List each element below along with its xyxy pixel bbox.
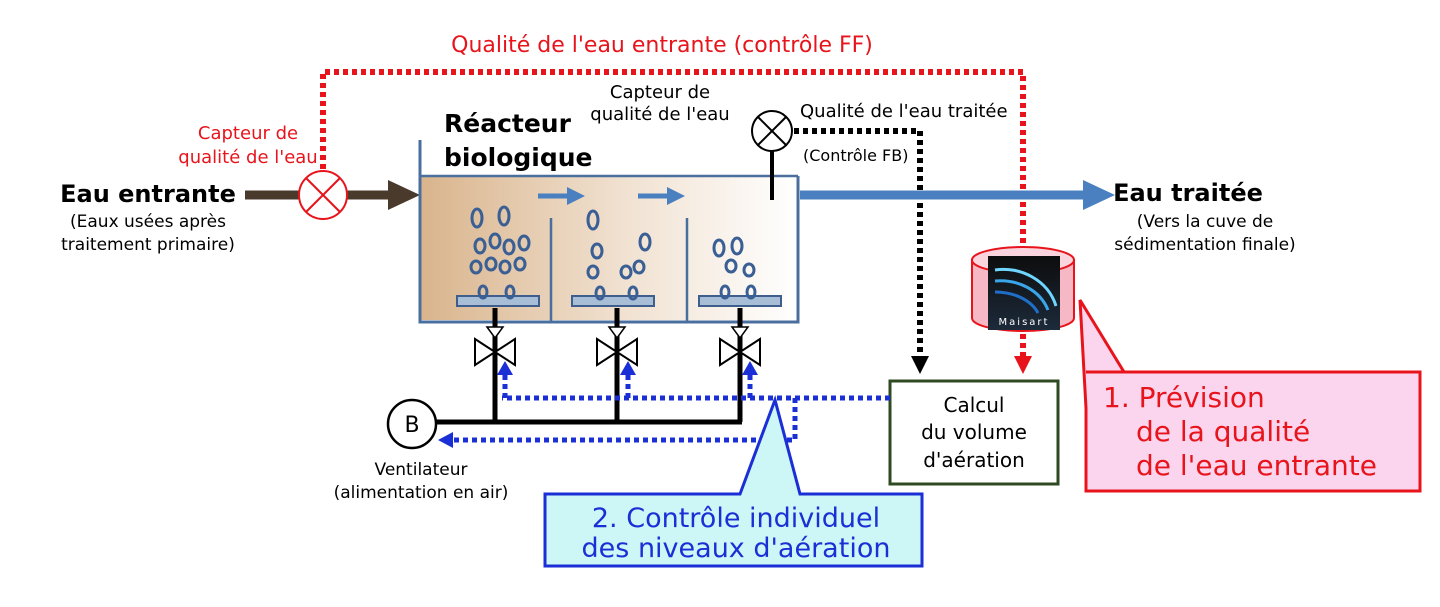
fb-signal-line: [794, 128, 929, 374]
outflow-title: Eau traitée: [1113, 179, 1263, 207]
callout1-line-1: 1. Prévision: [1103, 381, 1265, 414]
callout1-line-2: de la qualité: [1136, 415, 1310, 448]
blower-symbol: B: [404, 413, 419, 438]
reactor-label-2: biologique: [444, 143, 593, 172]
air-piping: [434, 308, 743, 425]
arrowhead-icon: [438, 361, 758, 448]
air-bubbles: [469, 205, 757, 301]
valve-icon: [596, 326, 638, 367]
tank-flow-arrow: [538, 187, 585, 205]
maisart-logo-text: Maisart: [999, 317, 1050, 328]
tank-flow-arrow: [638, 187, 685, 205]
reactor-label-1: Réacteur: [444, 109, 572, 138]
maisart-predictor: Maisart: [971, 246, 1075, 374]
callout-inflow-prediction: [1078, 299, 1422, 493]
outlet-sensor-label-2: qualité de l'eau: [590, 104, 729, 125]
callout2-line-1: 2. Contrôle individuel: [592, 503, 880, 534]
outflow-sub-2: sédimentation finale): [1114, 235, 1295, 255]
ff-title: Qualité de l'eau entrante (contrôle FF): [451, 33, 873, 58]
valve-icon: [474, 326, 516, 367]
inflow-sub-1: (Eaux usées après: [70, 212, 226, 232]
air-diffuser: [456, 295, 540, 307]
callout1-line-3: de l'eau entrante: [1136, 449, 1377, 482]
calc-label-3: d'aération: [923, 448, 1025, 472]
inlet-sensor-label-2: qualité de l'eau: [178, 147, 317, 168]
air-diffuser: [698, 295, 782, 307]
aeration-calc-box: [888, 379, 1060, 486]
outflow-sub-1: (Vers la cuve de: [1137, 212, 1274, 232]
outflow-pipe: [800, 180, 1115, 210]
blower-label-1: Ventilateur: [375, 460, 468, 480]
fb-control-label: (Contrôle FB): [803, 146, 908, 165]
inflow-title: Eau entrante: [60, 180, 236, 208]
outlet-sensor-label-1: Capteur de: [610, 82, 710, 103]
treated-quality-label: Qualité de l'eau traitée: [800, 101, 1008, 122]
inflow-sub-2: traitement primaire): [61, 235, 235, 255]
inlet-sensor-icon: [298, 170, 348, 220]
outlet-sensor-icon: [751, 110, 793, 200]
blower-label-2: (alimentation en air): [334, 483, 509, 503]
inlet-sensor-label-1: Capteur de: [198, 123, 298, 144]
calc-label-2: du volume: [921, 420, 1027, 444]
callout2-line-2: des niveaux d'aération: [582, 533, 891, 564]
callout-individual-aeration: [543, 395, 924, 568]
calc-label-1: Calcul: [943, 393, 1004, 417]
aeration-control-line: [450, 372, 890, 443]
air-diffuser: [571, 295, 655, 307]
blower-icon: [386, 398, 438, 450]
valve-icon: [719, 326, 761, 367]
